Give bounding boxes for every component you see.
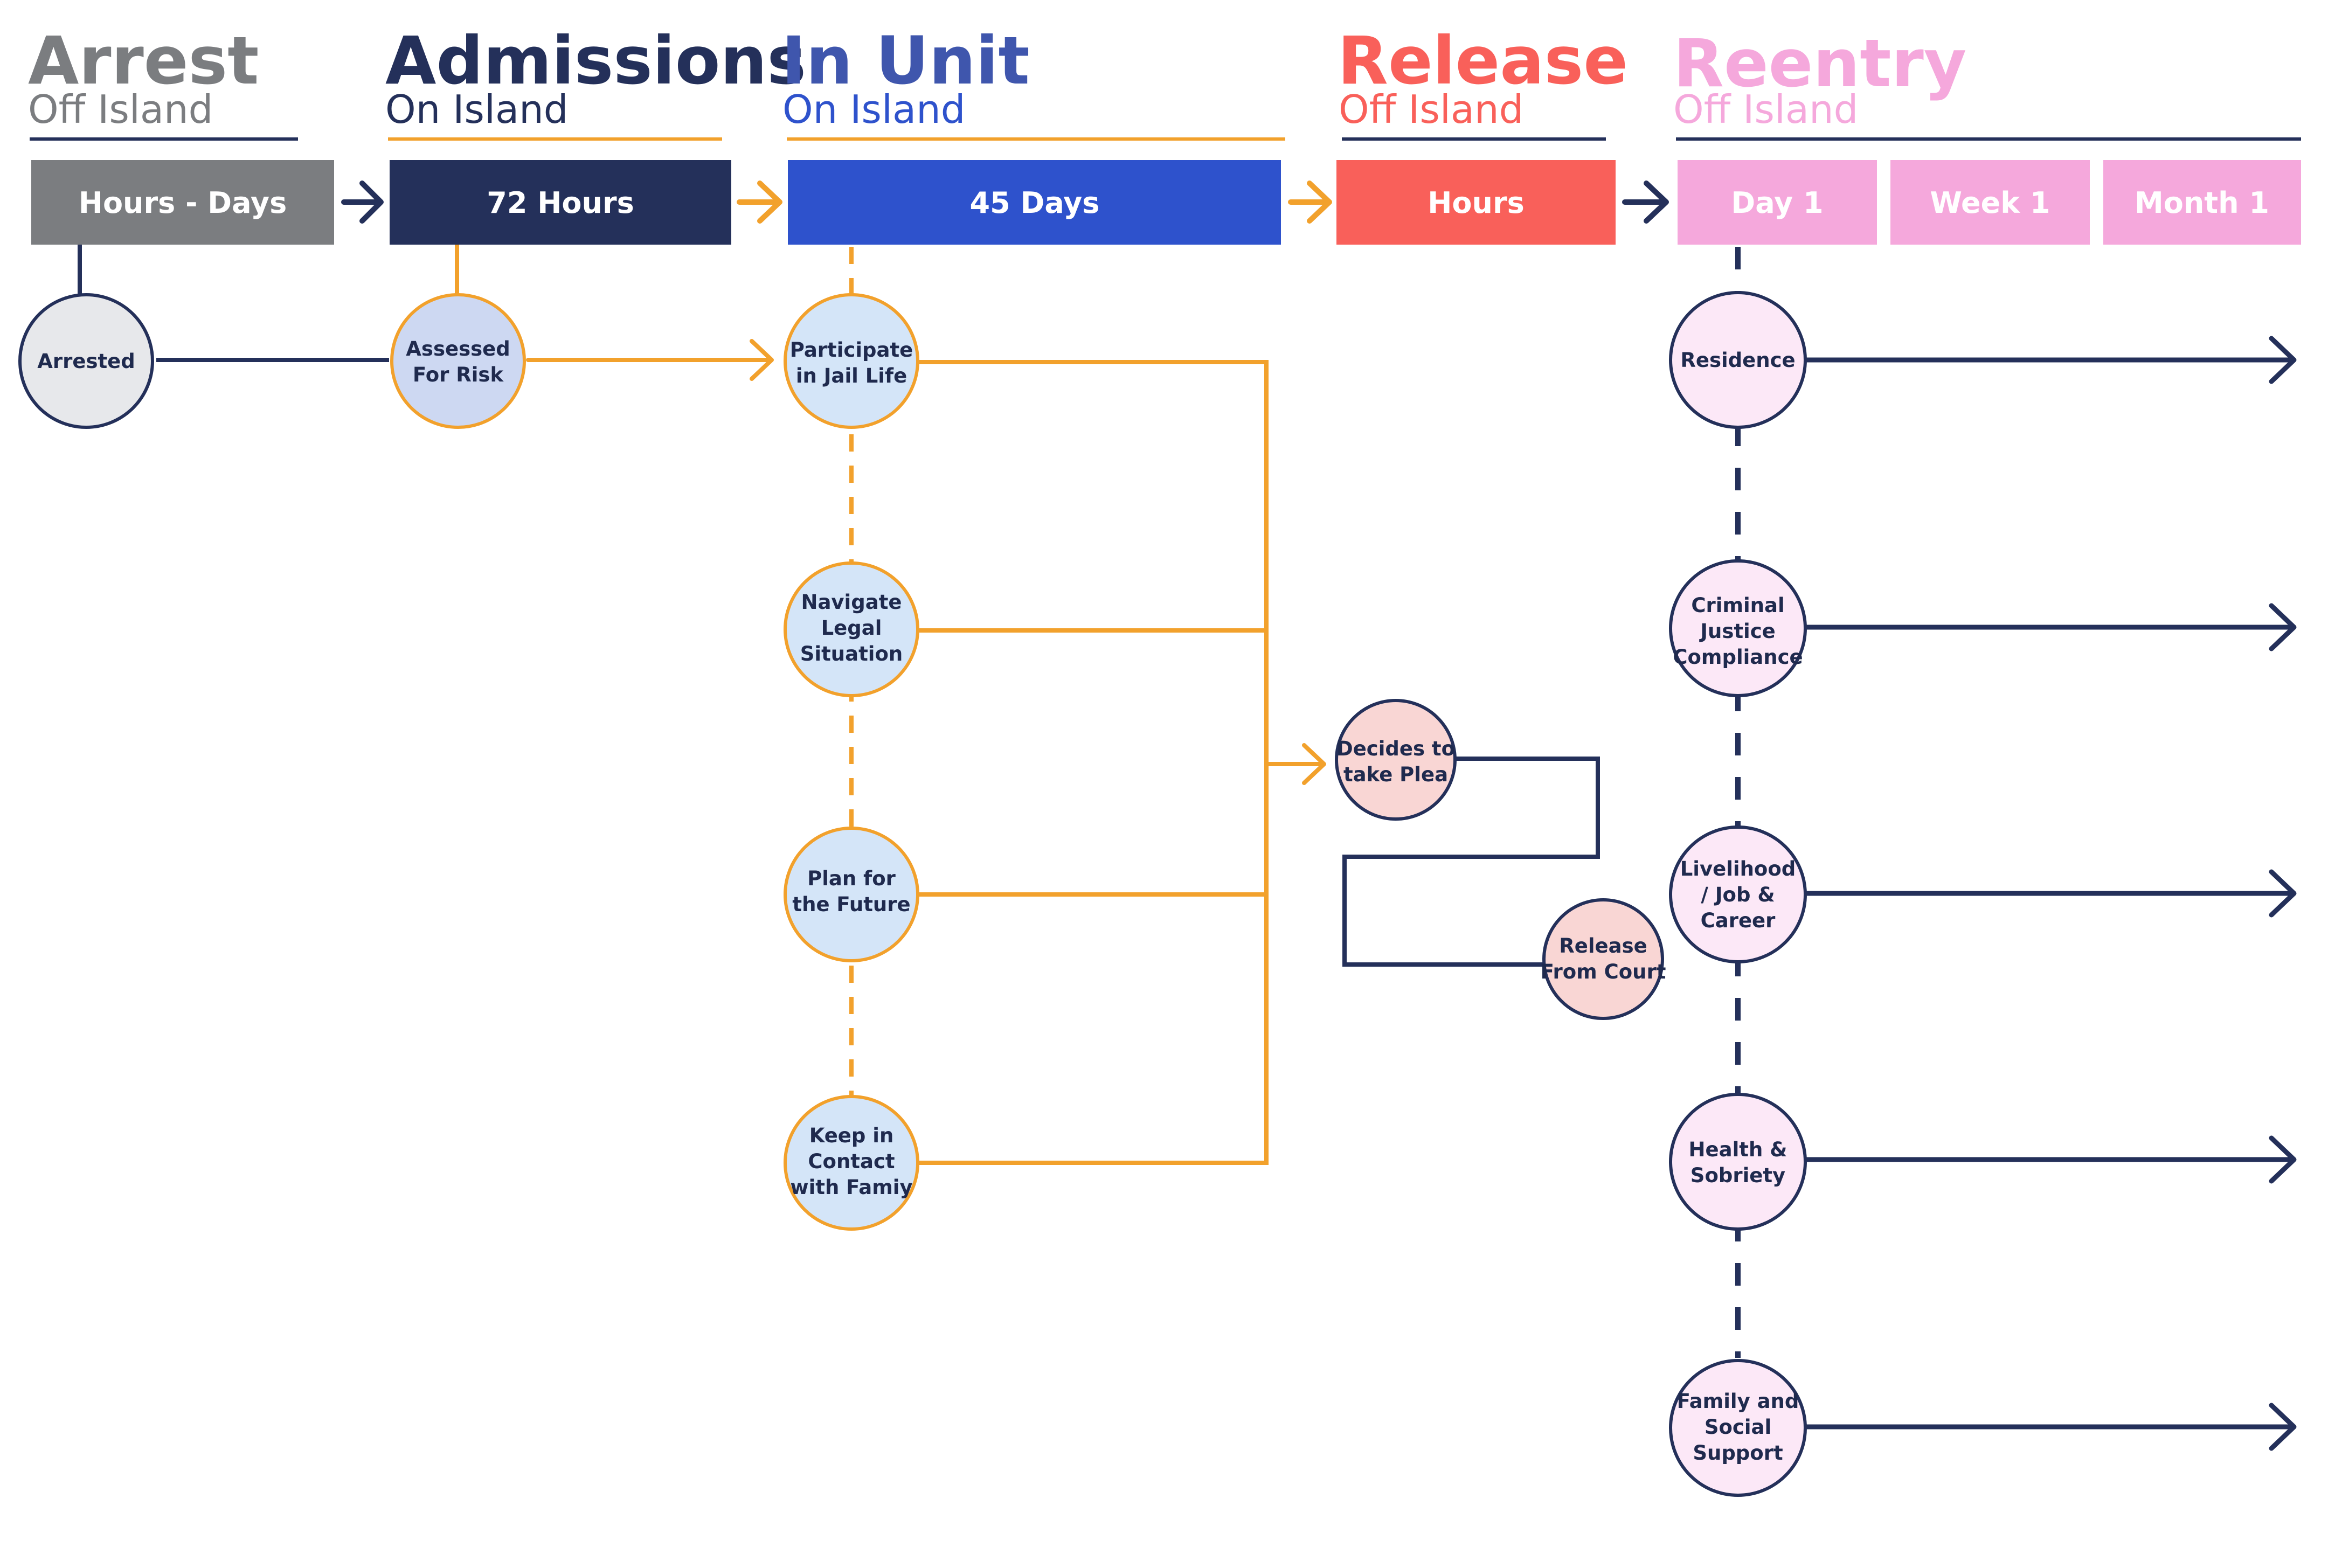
node-participate-label-1: Participate (790, 338, 913, 362)
bar-admissions-label: 72 Hours (487, 186, 634, 220)
node-arrested: Arrested (18, 293, 154, 429)
node-plea-label-2: take Plea (1343, 763, 1448, 786)
node-cj-label-3: Compliance (1673, 646, 1803, 669)
node-arrested-label: Arrested (37, 350, 135, 373)
bar-admissions (390, 160, 731, 245)
node-livelihood-circle (1669, 825, 1807, 963)
node-navigate-circle (784, 561, 919, 697)
node-residence-circle (1669, 291, 1807, 429)
node-plea-circle (1335, 699, 1457, 821)
node-participate-jail-life: Participate in Jail Life (784, 293, 919, 429)
node-participate-circle (784, 293, 919, 429)
arrow-right-icon (1288, 181, 1332, 224)
node-participate-label-2: in Jail Life (796, 364, 907, 387)
node-livelihood-label-1: Livelihood (1680, 857, 1796, 880)
in-unit-bracket (919, 360, 1269, 1165)
node-release-court-label-1: Release (1559, 934, 1647, 958)
arrow-right-icon (1804, 869, 2297, 918)
node-release-court-label-2: From Court (1541, 960, 1666, 983)
bar-release-label: Hours (1428, 186, 1525, 220)
node-assessed-for-risk: Assessed For Risk (390, 293, 526, 429)
node-navigate-label-3: Situation (800, 642, 903, 665)
node-keep-circle (784, 1095, 919, 1231)
node-livelihood-label-3: Career (1701, 909, 1776, 932)
bar-reentry-month1-label: Month 1 (2135, 186, 2269, 220)
node-cj-circle (1669, 559, 1807, 697)
node-health-label-2: Sobriety (1690, 1164, 1785, 1187)
node-cj-label-2: Justice (1699, 620, 1776, 643)
node-navigate-label-1: Navigate (801, 591, 902, 614)
arrow-right-icon (1804, 603, 2297, 651)
node-family-circle (1669, 1359, 1807, 1497)
node-arrested-circle (18, 293, 154, 429)
phase-reentry-title: Reentry (1673, 25, 1966, 102)
node-keep-label-1: Keep in (809, 1124, 894, 1147)
connector-plea-release (1342, 757, 1600, 967)
node-plan-label-1: Plan for (807, 867, 896, 890)
node-family-label-1: Family and (1677, 1390, 1799, 1413)
arrow-right-icon (1804, 1135, 2297, 1184)
node-assessed-label-2: For Risk (413, 363, 504, 386)
node-livelihood: Livelihood / Job & Career (1669, 825, 1807, 963)
node-plea-label-1: Decides to (1336, 737, 1455, 760)
node-navigate-legal: Navigate Legal Situation (784, 561, 919, 697)
phase-reentry-header: Reentry Off Island (1673, 25, 2301, 141)
node-decides-plea: Decides to take Plea (1335, 699, 1457, 821)
bar-arrest-label: Hours - Days (79, 186, 287, 220)
node-family-support: Family and Social Support (1669, 1359, 1807, 1497)
bar-reentry-day1-label: Day 1 (1731, 186, 1823, 220)
phase-release-title: Release (1338, 23, 1628, 99)
node-livelihood-label-2: / Job & (1701, 883, 1775, 906)
phase-admissions-title: Admissions (385, 23, 806, 99)
node-plan-label-2: the Future (792, 893, 910, 916)
phase-arrest-header: Arrest Off Island (28, 23, 298, 141)
phase-admissions-header: Admissions On Island (385, 23, 806, 141)
node-family-label-2: Social (1705, 1416, 1771, 1439)
phase-admissions-subtitle: On Island (385, 87, 568, 132)
phase-arrest-subtitle: Off Island (28, 87, 213, 132)
bar-in-unit-label: 45 Days (970, 186, 1100, 220)
arrow-right-icon (526, 339, 774, 381)
node-cj-label-1: Criminal (1691, 594, 1784, 617)
node-assessed-label-1: Assessed (406, 337, 510, 360)
bar-release (1336, 160, 1616, 245)
phase-in-unit-header: In Unit On Island (781, 23, 1285, 141)
node-navigate-label-2: Legal (821, 616, 882, 640)
node-keep-contact: Keep in Contact with Famiy (784, 1095, 919, 1231)
bar-reentry-week1-label: Week 1 (1930, 186, 2050, 220)
phase-in-unit-title: In Unit (781, 23, 1030, 99)
bar-reentry-week1 (1890, 160, 2090, 245)
phase-arrest-title: Arrest (28, 23, 259, 99)
bar-reentry-month1 (2103, 160, 2301, 245)
arrow-right-icon (1264, 743, 1326, 785)
node-residence-label: Residence (1680, 349, 1795, 372)
node-family-label-3: Support (1693, 1441, 1783, 1465)
phase-in-unit-subtitle: On Island (782, 87, 965, 132)
arrow-right-icon (737, 181, 782, 224)
node-keep-label-3: with Famiy (790, 1176, 912, 1199)
phase-release-subtitle: Off Island (1339, 87, 1523, 132)
node-release-court-circle (1542, 898, 1664, 1020)
node-plan-future: Plan for the Future (784, 827, 919, 962)
node-criminal-justice-compliance: Criminal Justice Compliance (1669, 559, 1807, 697)
bar-reentry-day1 (1678, 160, 1877, 245)
node-residence: Residence (1669, 291, 1807, 429)
node-health-sobriety: Health & Sobriety (1669, 1093, 1807, 1231)
phase-release-header: Release Off Island (1338, 23, 1628, 141)
arrow-right-icon (1804, 1403, 2297, 1451)
node-release-from-court: Release From Court (1541, 898, 1666, 1020)
node-plan-circle (784, 827, 919, 962)
node-assessed-circle (390, 293, 526, 429)
arrow-right-icon (341, 181, 384, 224)
node-health-label-1: Health & (1689, 1138, 1787, 1161)
node-health-circle (1669, 1093, 1807, 1231)
node-keep-label-2: Contact (808, 1150, 895, 1173)
phase-reentry-subtitle: Off Island (1673, 87, 1858, 132)
bar-arrest (31, 160, 334, 245)
arrow-right-icon (1804, 336, 2297, 384)
bar-in-unit (788, 160, 1281, 245)
arrow-right-icon (1622, 181, 1669, 224)
